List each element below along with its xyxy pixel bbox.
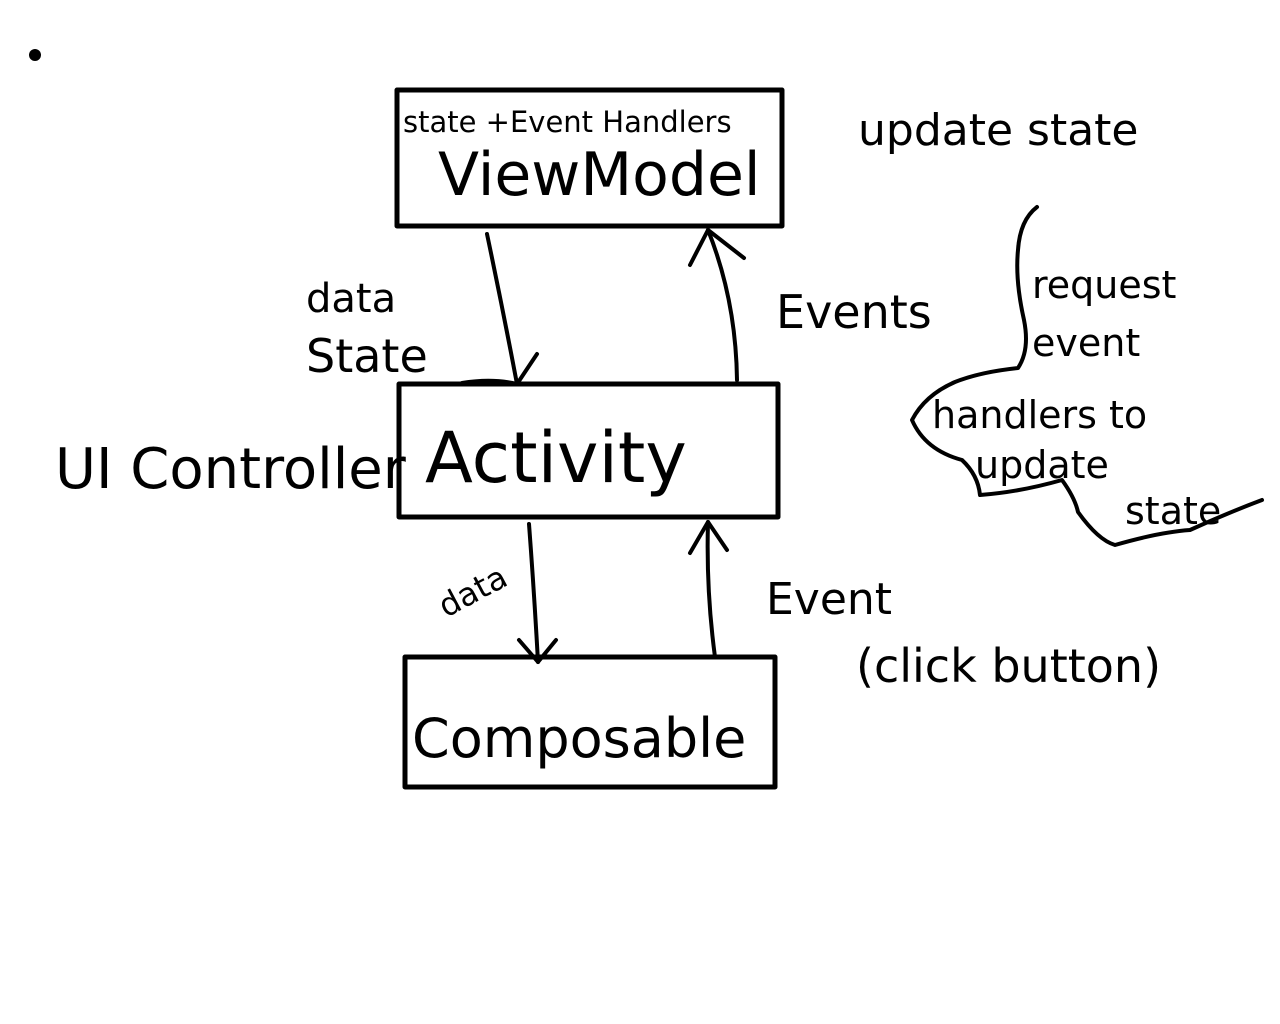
viewmodel-subtitle: state +Event Handlers <box>403 105 732 139</box>
arrow-activity-to-composable <box>517 522 558 664</box>
data-state-label-line1: data <box>306 276 396 322</box>
viewmodel-box <box>394 87 785 229</box>
events-label: Events <box>776 285 932 339</box>
composable-node: Composable <box>402 654 778 790</box>
composable-title: Composable <box>412 707 746 770</box>
annotation-line-4: update <box>975 443 1109 487</box>
arrow-head <box>460 352 539 386</box>
click-button-label: (click button) <box>856 639 1161 693</box>
annotation-line-1: request <box>1032 263 1176 307</box>
arrow-head <box>517 638 558 664</box>
viewmodel-node: state +Event Handlers ViewModel <box>394 87 785 229</box>
data-state-label-line2: State <box>306 329 428 383</box>
annotation-line-2: event <box>1032 321 1140 365</box>
update-state-label: update state <box>858 105 1138 156</box>
arrow-shaft <box>706 228 739 382</box>
arrow-head <box>688 520 729 555</box>
composable-box <box>402 654 778 790</box>
activity-title: Activity <box>425 417 687 499</box>
viewmodel-title: ViewModel <box>438 140 761 210</box>
activity-node: Activity <box>396 381 781 520</box>
activity-box <box>396 381 781 520</box>
ui-controller-label: UI Controller <box>55 437 407 502</box>
annotation-line-5: state <box>1125 489 1221 533</box>
arrow-shaft <box>705 520 717 659</box>
arrow-head <box>688 228 746 267</box>
event-label: Event <box>766 574 892 625</box>
annotation-line-3: handlers to <box>932 393 1147 437</box>
data-down-label: data <box>432 558 513 625</box>
arrow-shaft <box>527 522 540 664</box>
arrow-activity-to-viewmodel <box>688 228 746 382</box>
arrow-shaft <box>485 232 519 386</box>
annotation-brace <box>910 205 1264 547</box>
arrow-composable-to-activity <box>688 520 729 659</box>
arrow-viewmodel-to-activity <box>460 232 539 386</box>
ink-dot <box>29 49 41 61</box>
